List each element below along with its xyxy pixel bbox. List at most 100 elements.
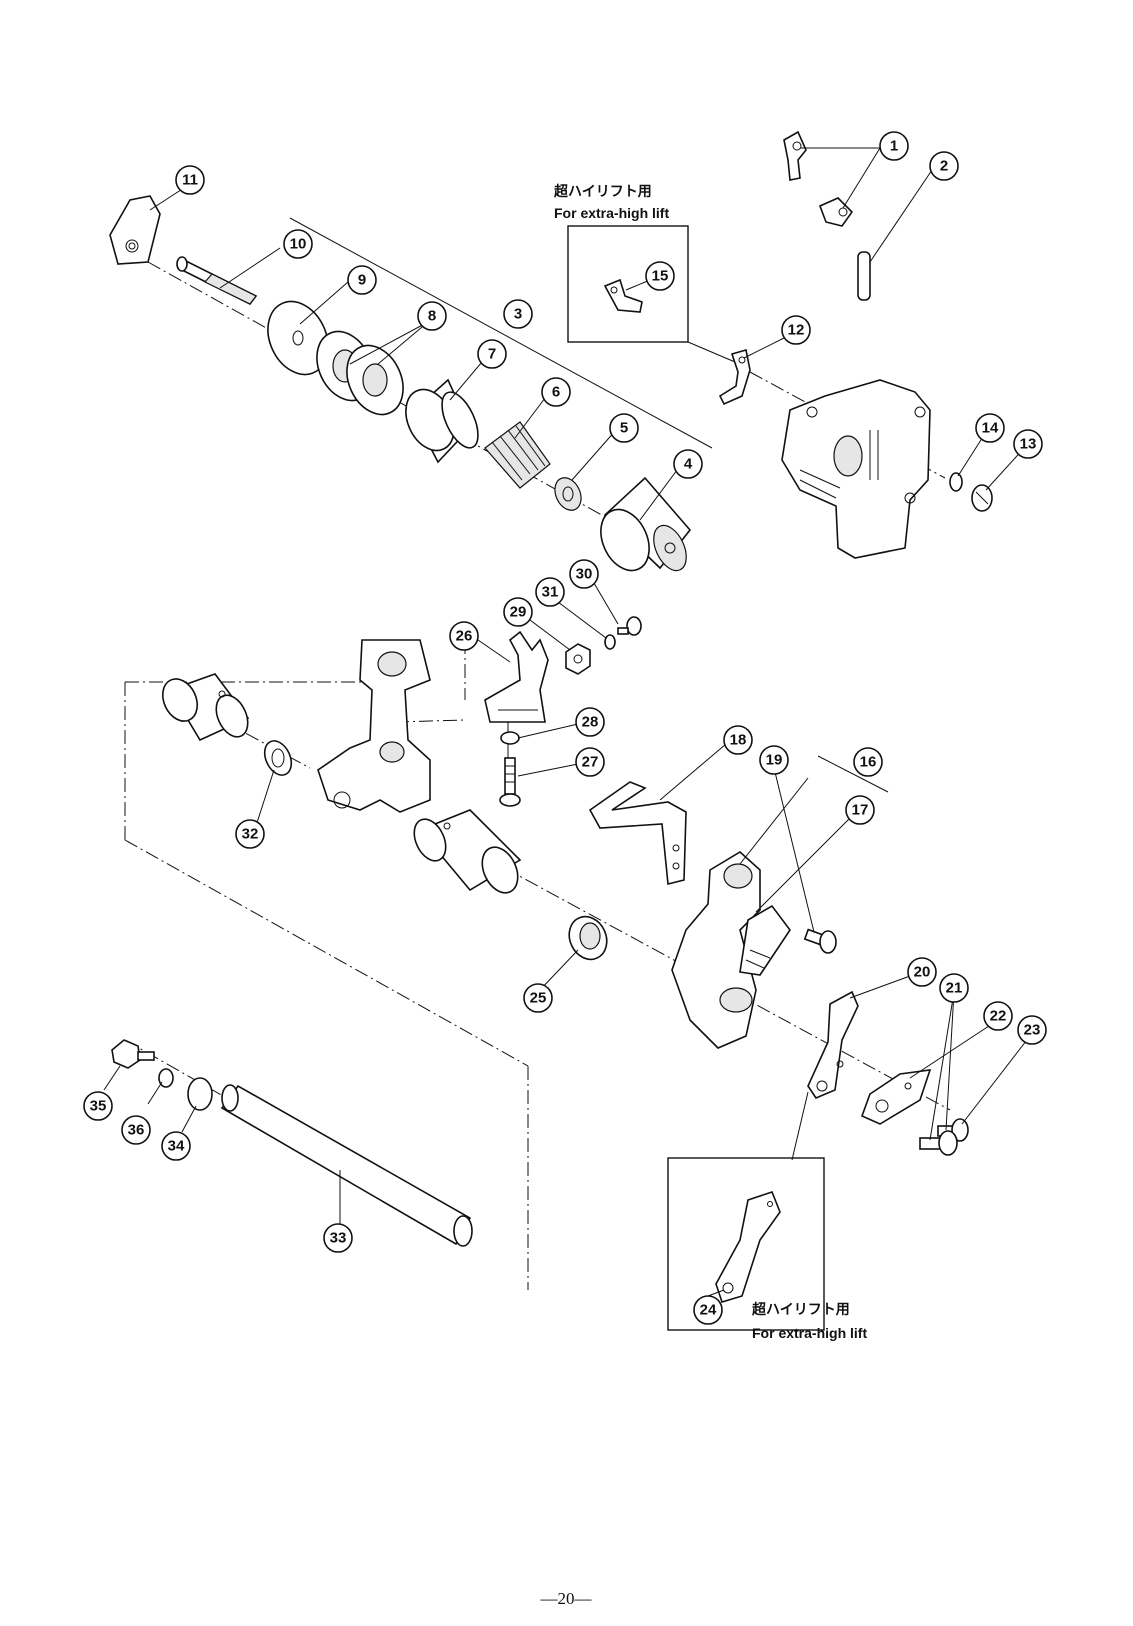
svg-text:36: 36 [128,1122,145,1139]
callout-16: 16 [853,747,883,777]
callout-18: 18 [723,725,753,755]
svg-text:13: 13 [1020,436,1037,453]
callout-29: 29 [503,597,533,627]
part-33-shaft [220,1084,473,1247]
part-6-spring [484,421,551,489]
svg-text:14: 14 [982,420,999,437]
callout-22: 22 [983,1001,1013,1031]
callout-25: 25 [523,983,553,1013]
part-10-stud [176,256,258,306]
callout-5: 5 [609,413,639,443]
callout-4: 4 [673,449,703,479]
part-11-plate [109,195,161,265]
bushing-lower [413,809,522,894]
part-36-washer [158,1068,174,1088]
callout-36: 36 [121,1115,151,1145]
bushing-upper [161,673,250,742]
svg-text:34: 34 [168,1138,185,1155]
svg-text:4: 4 [684,456,693,473]
clamp-arm [317,639,431,813]
callout-30: 30 [569,559,599,589]
callout-15: 15 [645,261,675,291]
callout-31: 31 [535,577,565,607]
notes: 超ハイリフト用 For extra-high lift 超ハイリフト用 For … [553,183,867,1341]
svg-text:7: 7 [488,346,496,363]
part-34-washer [187,1077,213,1111]
part-1-rod-ends [783,130,854,227]
callout-11: 11 [175,165,205,195]
svg-text:30: 30 [576,566,593,583]
page-number: —20— [540,1589,593,1608]
svg-text:19: 19 [766,752,783,769]
part-26-fork-bracket [484,630,549,723]
note-bottom-jp: 超ハイリフト用 [751,1301,850,1317]
part-12-bracket [718,348,751,406]
svg-text:8: 8 [428,308,436,325]
part-29-nut [565,643,591,675]
part-30-screw [617,616,642,636]
part-21-screw [919,1130,958,1156]
callout-12: 12 [781,315,811,345]
callout-19: 19 [759,745,789,775]
svg-text:12: 12 [788,322,805,339]
svg-text:28: 28 [582,714,599,731]
part-5-nut [554,477,582,511]
callout-6: 6 [541,377,571,407]
callout-27: 27 [575,747,605,777]
part-31-washer [604,634,616,650]
callout-3: 3 [503,299,533,329]
note-bottom-en: For extra-high lift [752,1325,867,1341]
mounting-plate [781,379,931,559]
part-4-knob [600,476,692,572]
note-top-en: For extra-high lift [554,205,669,221]
svg-text:24: 24 [700,1302,717,1319]
svg-text:33: 33 [330,1230,347,1247]
callout-1: 1 [879,131,909,161]
svg-text:5: 5 [620,420,628,437]
callout-2: 2 [929,151,959,181]
callout-28: 28 [575,707,605,737]
callout-32: 32 [235,819,265,849]
callout-23: 23 [1017,1015,1047,1045]
svg-text:35: 35 [90,1098,107,1115]
svg-text:18: 18 [730,732,747,749]
svg-text:3: 3 [514,306,522,323]
svg-text:6: 6 [552,384,560,401]
svg-text:10: 10 [290,236,307,253]
part-13-screw [971,484,993,512]
svg-text:2: 2 [940,158,948,175]
svg-text:26: 26 [456,628,473,645]
svg-text:32: 32 [242,826,259,843]
svg-text:16: 16 [860,754,877,771]
callout-7: 7 [477,339,507,369]
svg-text:31: 31 [542,584,559,601]
svg-text:23: 23 [1024,1022,1041,1039]
callout-34: 34 [161,1131,191,1161]
svg-text:27: 27 [582,754,599,771]
part-2-pin [857,251,871,301]
svg-text:15: 15 [652,268,669,285]
callout-9: 9 [347,265,377,295]
part-28-washer [500,731,520,745]
part-7-cup [405,378,479,464]
part-25-seal [568,915,608,961]
callout-17: 17 [845,795,875,825]
crank-arm [671,851,761,1049]
callout-21: 21 [939,973,969,1003]
frames [289,217,889,1331]
part-27-screw [499,757,521,807]
callout-8: 8 [417,301,447,331]
svg-text:21: 21 [946,980,963,997]
part-32-seal [263,740,293,776]
extra-high-lift-box-bottom [667,1157,825,1331]
svg-text:20: 20 [914,964,931,981]
callout-24: 24 [693,1295,723,1325]
svg-text:29: 29 [510,604,527,621]
svg-text:17: 17 [852,802,869,819]
callout-26: 26 [449,621,479,651]
part-22-plate [860,1069,932,1125]
svg-text:11: 11 [182,172,198,189]
svg-text:25: 25 [530,990,547,1007]
part-17-cap-screw [739,904,791,976]
